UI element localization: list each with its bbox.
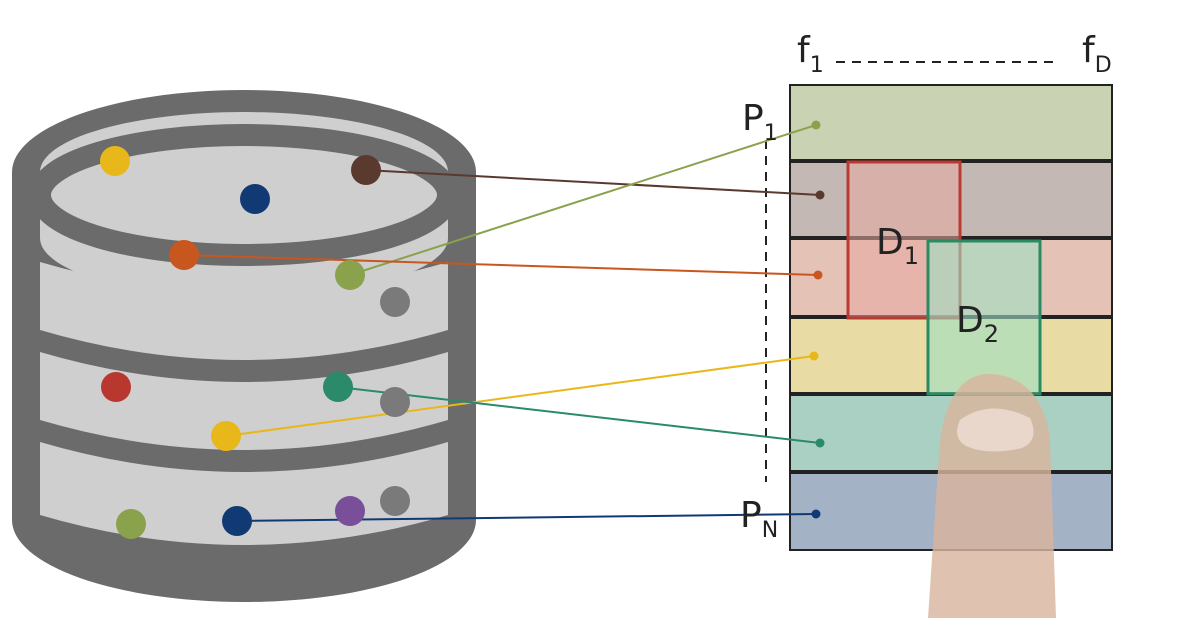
point-gray-2	[380, 387, 410, 417]
endpoint-olive	[811, 120, 821, 130]
endpoint-teal	[815, 438, 825, 448]
connector-teal	[337, 386, 821, 444]
point-yellow-top	[100, 146, 130, 176]
point-red	[101, 372, 131, 402]
feature-matrix	[789, 84, 1113, 618]
endpoint-yellow	[809, 351, 819, 361]
label-f-first: f1	[797, 30, 824, 78]
point-olive	[335, 260, 365, 290]
connection-lines	[183, 124, 821, 522]
endpoint-brown	[815, 190, 825, 200]
connector-orange	[183, 254, 819, 276]
connector-navy	[236, 513, 817, 522]
point-navy-top	[240, 184, 270, 214]
point-purple	[335, 496, 365, 526]
label-f-last: fD	[1082, 30, 1112, 78]
matrix-endpoints	[809, 120, 825, 519]
point-teal	[323, 372, 353, 402]
point-navy-bottom	[222, 506, 252, 536]
point-brown	[351, 155, 381, 185]
label-p-first: P1	[742, 98, 778, 146]
label-p-last: PN	[740, 495, 778, 543]
point-gray-1	[380, 287, 410, 317]
connector-brown	[365, 169, 821, 196]
connector-yellow	[225, 355, 815, 437]
connector-olive	[349, 124, 817, 276]
matrix-row-p1	[789, 84, 1113, 161]
database-points	[100, 146, 410, 539]
d2-subset-box	[926, 239, 1042, 396]
label-d2: D2	[956, 300, 999, 348]
endpoint-navy	[811, 509, 821, 519]
point-gray-3	[380, 486, 410, 516]
point-olive-bottom	[116, 509, 146, 539]
point-orange	[169, 240, 199, 270]
label-d1: D1	[876, 222, 919, 270]
fingertip-image	[928, 373, 1056, 618]
endpoint-orange	[813, 270, 823, 280]
point-yellow-mid	[211, 421, 241, 451]
